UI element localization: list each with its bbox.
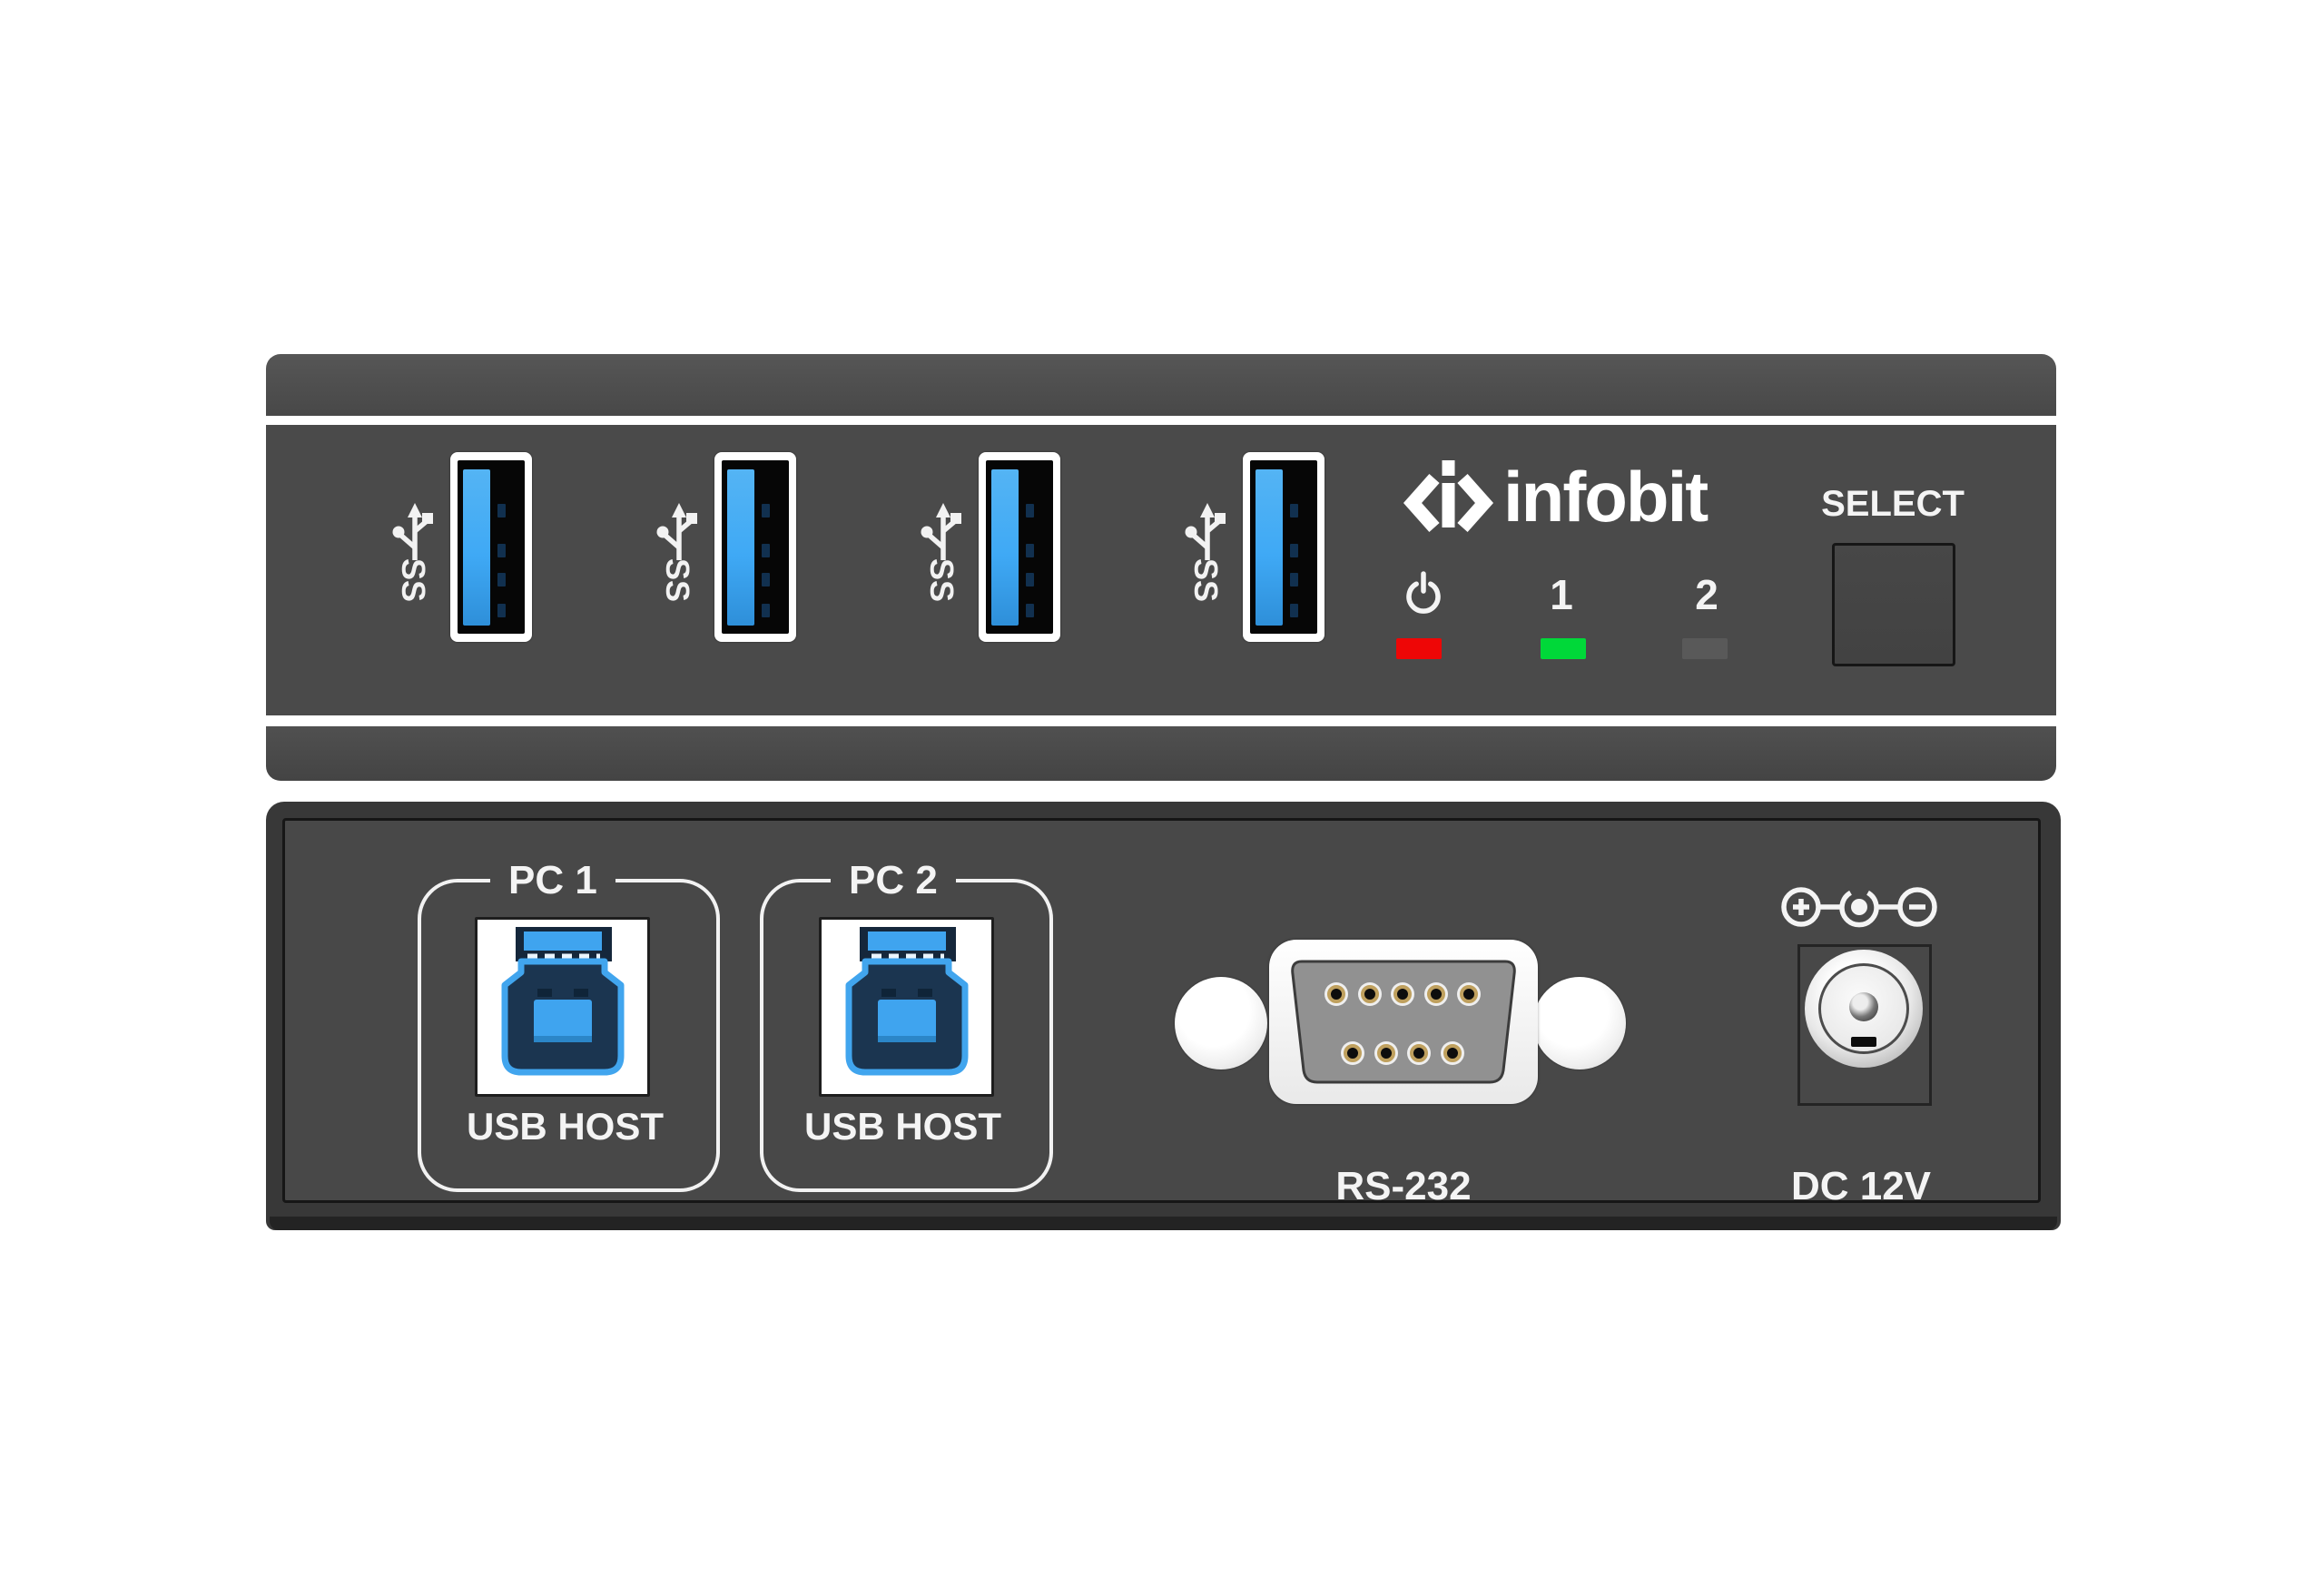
usb-a-tongue xyxy=(463,469,490,626)
dc-jack-ring xyxy=(1818,963,1909,1054)
usb-a-port-3 xyxy=(979,452,1060,642)
usb-a-socket xyxy=(986,460,1053,634)
usb-b-port-pc1 xyxy=(475,917,650,1097)
front-panel-top-strip xyxy=(266,354,2056,416)
front-panel-face xyxy=(266,425,2056,715)
power-led xyxy=(1396,638,1442,659)
usb-b-port-pc2 xyxy=(819,917,994,1097)
pc1-port-label: USB HOST xyxy=(466,1105,664,1148)
indicator-label-2: 2 xyxy=(1695,571,1718,618)
ss-usb-icon: SS xyxy=(656,503,697,602)
select-label: SELECT xyxy=(1821,484,1965,524)
db9-socket xyxy=(1291,960,1516,1084)
usb-a-port-1 xyxy=(450,452,532,642)
db9-pin xyxy=(1344,1044,1362,1062)
brand-wordmark: infobit xyxy=(1503,457,1709,537)
usb-a-port-2 xyxy=(714,452,796,642)
ss-usb-icon: SS xyxy=(921,503,961,602)
polarity-icon xyxy=(1781,887,1937,928)
dc12v-label: DC 12V xyxy=(1790,1164,1932,1208)
front-panel-bottom-strip xyxy=(266,726,2056,781)
db9-screw-post-right xyxy=(1533,977,1626,1070)
db9-pin xyxy=(1410,1044,1428,1062)
pc2-port-label: USB HOST xyxy=(803,1105,1001,1148)
usb-a-socket xyxy=(458,460,525,634)
usb-a-tongue xyxy=(1256,469,1283,626)
port2-led xyxy=(1682,638,1728,659)
db9-pin xyxy=(1327,985,1345,1003)
db9-pin xyxy=(1361,985,1379,1003)
usb-a-tongue xyxy=(727,469,754,626)
svg-text:SS: SS xyxy=(923,558,960,602)
dc-jack-outline xyxy=(1797,944,1932,1106)
db9-faceplate xyxy=(1269,940,1538,1104)
port1-led xyxy=(1541,638,1586,659)
usb-b-connector xyxy=(845,927,969,1076)
db9-pin xyxy=(1377,1044,1395,1062)
dc-jack-notch xyxy=(1851,1037,1876,1047)
svg-text:SS: SS xyxy=(395,558,432,602)
db9-pin xyxy=(1427,985,1445,1003)
power-icon xyxy=(1406,571,1441,614)
usb-a-tongue xyxy=(991,469,1019,626)
db9-screw-post-left xyxy=(1175,977,1267,1070)
pc1-label: PC 1 xyxy=(490,861,615,901)
usb-a-port-4 xyxy=(1243,452,1324,642)
infobit-logo-icon xyxy=(1403,460,1494,532)
indicator-label-1: 1 xyxy=(1550,571,1573,618)
select-button[interactable] xyxy=(1832,543,1955,666)
db9-pin xyxy=(1443,1044,1462,1062)
svg-text:SS: SS xyxy=(659,558,696,602)
svg-text:SS: SS xyxy=(1187,558,1225,602)
db9-pin xyxy=(1393,985,1412,1003)
db9-pin xyxy=(1460,985,1478,1003)
ss-usb-icon: SS xyxy=(392,503,433,602)
rs232-label: RS-232 xyxy=(1335,1164,1472,1208)
rear-panel-bevel xyxy=(270,1217,2057,1230)
ss-usb-icon: SS xyxy=(1185,503,1226,602)
pc2-label: PC 2 xyxy=(831,861,956,901)
usb-a-socket xyxy=(1250,460,1317,634)
usb-a-socket xyxy=(722,460,789,634)
dc-jack xyxy=(1805,950,1923,1068)
dc-jack-pin xyxy=(1849,992,1878,1021)
usb-b-connector xyxy=(501,927,625,1076)
